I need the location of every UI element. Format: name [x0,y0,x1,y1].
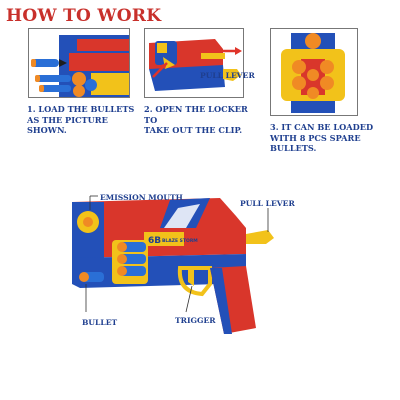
dart [31,59,59,67]
emission-mouth-label: EMISSION MOUTH [100,193,183,202]
pull-lever-label: PULL LEVER [240,199,295,208]
caption-line: AS THE PICTURE SHOWN. [27,114,108,136]
bullets [79,242,146,282]
pull-lever [246,230,274,244]
blaster-diagram: 6B BLAZE STORM [72,195,274,334]
caption-line: 1. LOAD THE BULLETS [27,104,135,114]
step-3-caption: 3. IT CAN BE LOADED WITH 8 PCS SPARE BUL… [270,122,380,154]
step-3-image [270,28,358,116]
gun-decal [144,232,184,246]
step-2-caption: 2. OPEN THE LOCKER TO TAKE OUT THE CLIP. [144,104,254,136]
decal-badge: 6B [148,236,161,246]
bullet-label: BULLET [82,318,118,327]
page-title: HOW TO WORK [6,6,162,26]
decal-text: BLAZE STORM [162,238,198,244]
step-1-caption: 1. LOAD THE BULLETS AS THE PICTURE SHOWN… [27,104,137,136]
caption-line: 3. IT CAN BE LOADED [270,122,374,132]
caption-line: TAKE OUT THE CLIP. [144,125,243,135]
step-2-image [144,28,244,98]
trigger-label: TRIGGER [175,316,216,325]
caption-line: WITH 8 PCS SPARE [270,132,361,143]
step-1-image [28,28,130,98]
caption-line: BULLETS. [270,143,317,153]
step-2-pull-lever-label: PULL LEVER [200,71,255,80]
caption-line: 2. OPEN THE LOCKER TO [144,104,248,125]
trigger [188,270,194,286]
